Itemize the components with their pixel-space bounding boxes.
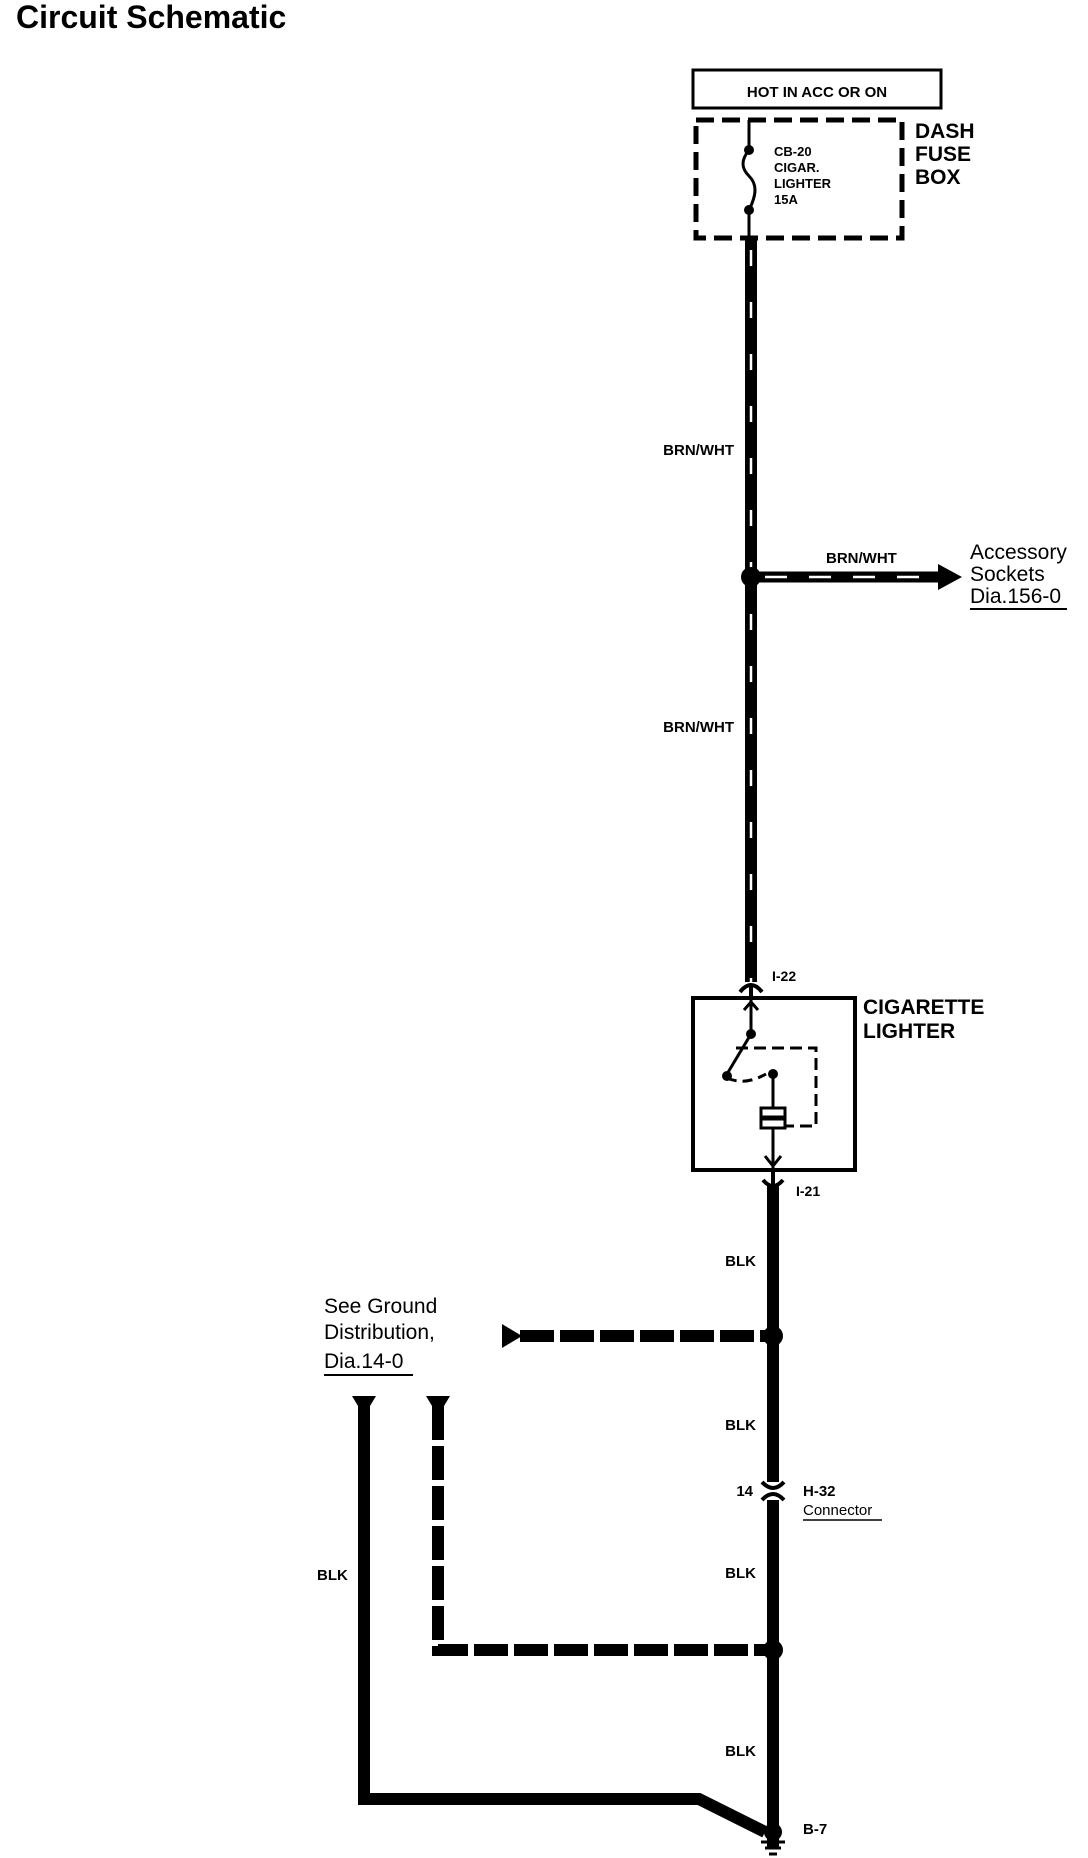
ground-symbol — [761, 1823, 785, 1856]
connector-i22-symbol — [738, 983, 764, 998]
wire-label-blk-2: BLK — [725, 1417, 756, 1434]
connector-i21-symbol — [761, 1170, 785, 1188]
component-name-line1: CIGARETTE — [863, 996, 984, 1019]
fuse-box-outline — [693, 117, 905, 241]
fuse-box-name-line1: DASH — [915, 120, 975, 143]
ground-ref-line2: Distribution, — [324, 1321, 435, 1344]
fuse-symbol — [741, 120, 757, 238]
fuse-label-line1: CB-20 — [774, 144, 812, 159]
wire-label-blk-4: BLK — [725, 1743, 756, 1760]
connector-h32-symbol — [760, 1480, 786, 1502]
connector-label[interactable]: Connector — [803, 1502, 872, 1519]
wire-label-blk-left: BLK — [317, 1567, 348, 1584]
accessory-ref-line2: Sockets — [970, 563, 1045, 586]
pin-label-i21: I-21 — [796, 1183, 820, 1199]
wire-label-blk-3: BLK — [725, 1565, 756, 1582]
lighter-internal-symbol — [722, 998, 818, 1169]
fuse-label-line2: CIGAR. — [774, 160, 820, 175]
wire-brn-wht-branch — [751, 564, 962, 590]
wire-label-blk-1: BLK — [725, 1253, 756, 1270]
page-title: Circuit Schematic — [16, 0, 286, 35]
ground-ref-line1: See Ground — [324, 1295, 437, 1318]
fuse-label-line3: LIGHTER — [774, 176, 832, 191]
wire-label-brn-wht-upper: BRN/WHT — [663, 442, 734, 459]
accessory-ref-line1: Accessory — [970, 541, 1067, 564]
connector-pin-number: 14 — [736, 1483, 753, 1500]
pin-label-i22: I-22 — [772, 968, 796, 984]
wire-blk-dashed-ground — [426, 1396, 773, 1656]
wire-label-brn-wht-lower: BRN/WHT — [663, 719, 734, 736]
ground-ref-link[interactable]: Dia.14-0 — [324, 1350, 403, 1373]
fuse-label-line4: 15A — [774, 192, 798, 207]
connector-name: H-32 — [803, 1483, 836, 1500]
wire-blk-solid-ground — [352, 1396, 768, 1838]
power-label-box — [691, 68, 943, 110]
fuse-box-name-line3: BOX — [915, 166, 961, 189]
accessory-ref-link[interactable]: Dia.156-0 — [970, 585, 1061, 608]
component-name-line2: LIGHTER — [863, 1020, 955, 1043]
ground-point-label: B-7 — [803, 1821, 827, 1838]
wire-blk-ground-dist-branch — [502, 1324, 773, 1348]
fuse-box-name-line2: FUSE — [915, 143, 971, 166]
power-label: HOT IN ACC OR ON — [747, 84, 887, 101]
wire-label-brn-wht-branch: BRN/WHT — [826, 550, 897, 567]
